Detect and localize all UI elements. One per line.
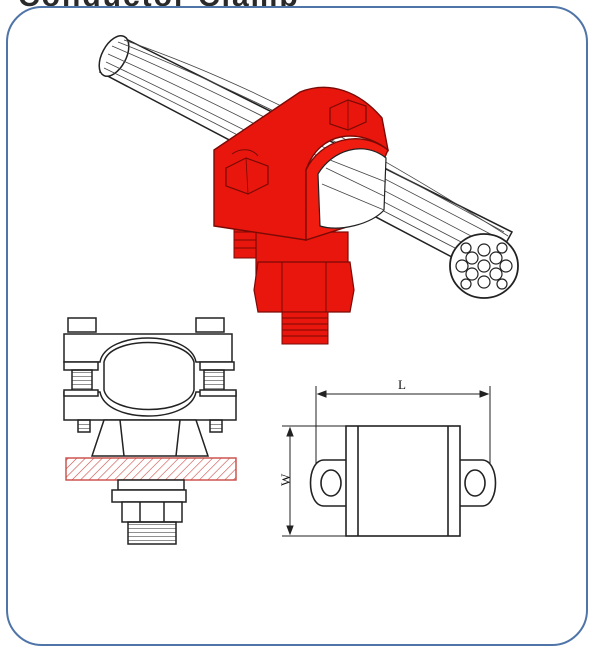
width-label: W [278, 473, 293, 486]
width-dimension [282, 425, 346, 537]
red-clamp [213, 86, 390, 345]
isometric-view [98, 35, 519, 345]
front-elevation-view [63, 317, 237, 545]
length-dimension [315, 386, 491, 470]
clamp-plan-outline [309, 425, 497, 537]
plan-view: L W [278, 377, 497, 537]
technical-drawing: L W [63, 35, 519, 545]
length-label: L [398, 377, 406, 392]
conductor-end-strands [449, 233, 519, 299]
